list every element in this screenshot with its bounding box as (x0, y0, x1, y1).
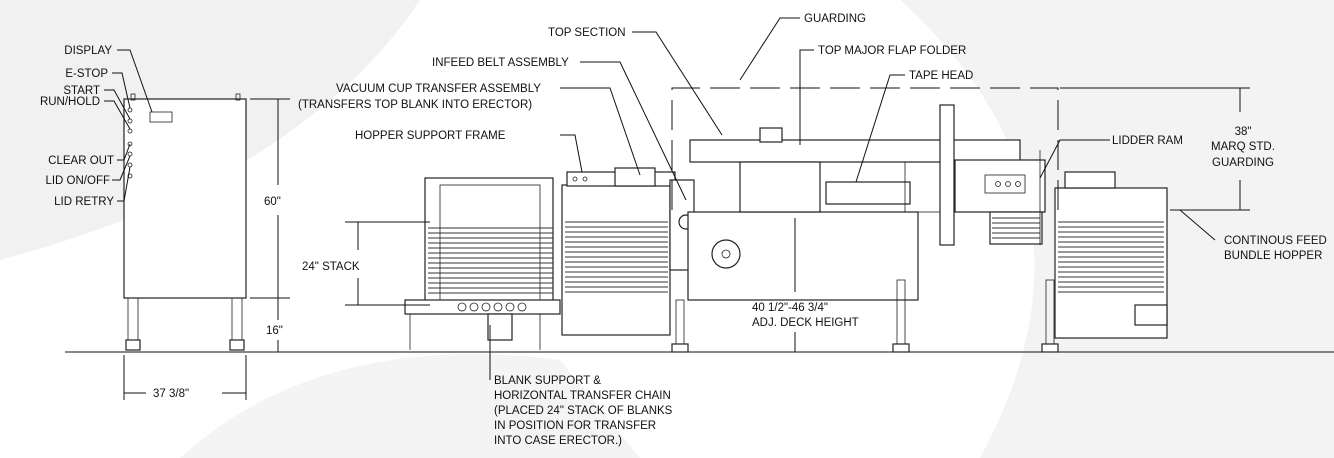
dim-leg-height: 16" (266, 325, 283, 337)
label-clearout: CLEAR OUT (48, 155, 114, 167)
dim-deck-1: 40 1/2"-46 3/4" (752, 302, 828, 314)
label-guard-height-1: 38" (1235, 126, 1252, 138)
panel-leaders (104, 49, 153, 202)
dim-panel-width: 37 3/8" (153, 388, 189, 400)
dim-panel-height: 60" (264, 196, 281, 208)
label-guard-height-3: GUARDING (1212, 157, 1274, 169)
label-display: DISPLAY (64, 45, 112, 57)
callout-leaders (489, 17, 1216, 380)
label-lidonoff: LID ON/OFF (45, 175, 110, 187)
dim-deck-2: ADJ. DECK HEIGHT (752, 317, 859, 329)
label-top-major-flap-folder: TOP MAJOR FLAP FOLDER (818, 45, 966, 57)
label-lidder-ram: LIDDER RAM (1112, 135, 1183, 147)
label-bundle-1: CONTINOUS FEED (1224, 235, 1327, 247)
label-top-section: TOP SECTION (548, 27, 626, 39)
label-guarding: GUARDING (804, 13, 866, 25)
label-blank-3: (PLACED 24" STACK OF BLANKS (494, 405, 673, 417)
main-dimensions (345, 218, 796, 352)
dim-stack: 24" STACK (302, 261, 360, 273)
label-tape-head: TAPE HEAD (909, 70, 973, 82)
label-estop: E-STOP (65, 68, 108, 80)
label-blank-4: IN POSITION FOR TRANSFER (494, 420, 656, 432)
label-runhold: RUN/HOLD (40, 96, 100, 108)
machine-main-view (404, 104, 1168, 353)
label-blank-1: BLANK SUPPORT & (494, 375, 601, 387)
label-guard-height-2: MARQ STD. (1211, 141, 1275, 153)
label-lidretry: LID RETRY (54, 196, 114, 208)
panel-dimensions (123, 98, 290, 400)
label-blank-2: HORIZONTAL TRANSFER CHAIN (494, 390, 671, 402)
label-vacuum-cup-2: (TRANSFERS TOP BLANK INTO ERECTOR) (298, 99, 532, 111)
label-bundle-2: BUNDLE HOPPER (1224, 250, 1322, 262)
label-vacuum-cup-1: VACUUM CUP TRANSFER ASSEMBLY (336, 83, 541, 95)
control-panel-view (123, 93, 247, 351)
bg-swoosh-bottom (180, 354, 640, 458)
guarding-outline (671, 87, 1250, 211)
label-hopper-support: HOPPER SUPPORT FRAME (355, 130, 506, 142)
label-infeed-belt: INFEED BELT ASSEMBLY (432, 57, 569, 69)
label-start: START (63, 85, 100, 97)
label-blank-5: INTO CASE ERECTOR.) (494, 435, 622, 447)
